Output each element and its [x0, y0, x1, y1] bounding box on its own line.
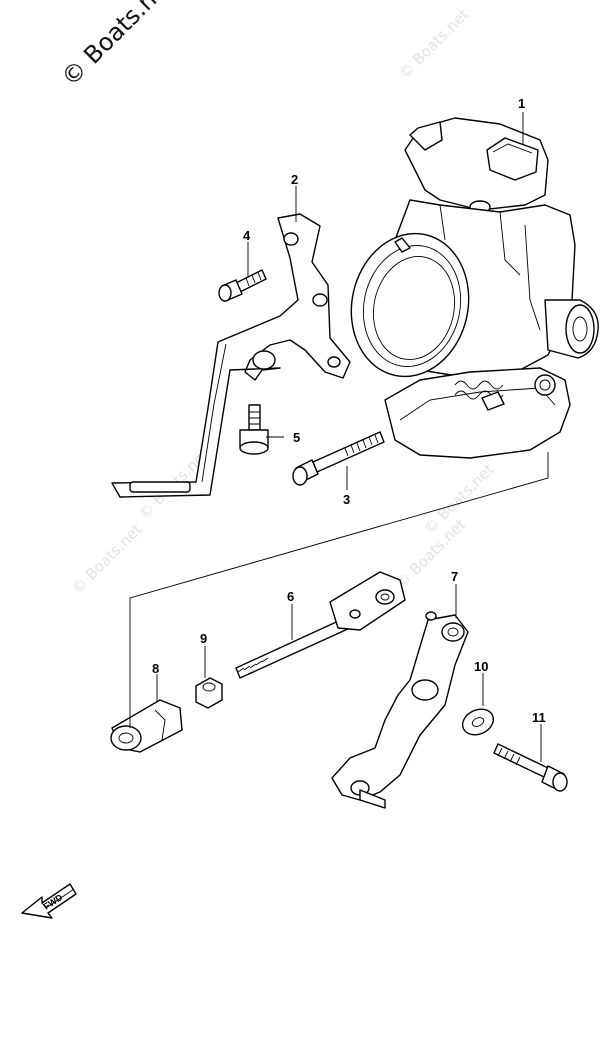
leader-lines	[129, 112, 549, 762]
fwd-arrow-icon: FWD	[21, 883, 77, 919]
nut	[195, 677, 223, 709]
rod	[235, 571, 406, 679]
callout-11: 11	[532, 710, 546, 725]
lever	[331, 611, 469, 809]
bolt-long	[292, 431, 385, 486]
callouts: 1 2 3 4 5 6 7 8 9 10 11	[152, 96, 546, 725]
callout-10: 10	[474, 659, 488, 674]
callout-5: 5	[293, 430, 300, 445]
bracket	[111, 213, 351, 498]
callout-8: 8	[152, 661, 159, 676]
throttle-body	[350, 117, 599, 459]
callout-6: 6	[287, 589, 294, 604]
callout-7: 7	[451, 569, 458, 584]
callout-2: 2	[291, 172, 298, 187]
washer	[461, 708, 495, 736]
ball-joint	[110, 699, 183, 753]
callout-9: 9	[200, 631, 207, 646]
bolt-5	[239, 404, 269, 455]
callout-3: 3	[343, 492, 350, 507]
callout-1: 1	[518, 96, 525, 111]
bolt-4	[218, 269, 267, 302]
bolt-11	[493, 743, 568, 792]
callout-4: 4	[243, 228, 251, 243]
